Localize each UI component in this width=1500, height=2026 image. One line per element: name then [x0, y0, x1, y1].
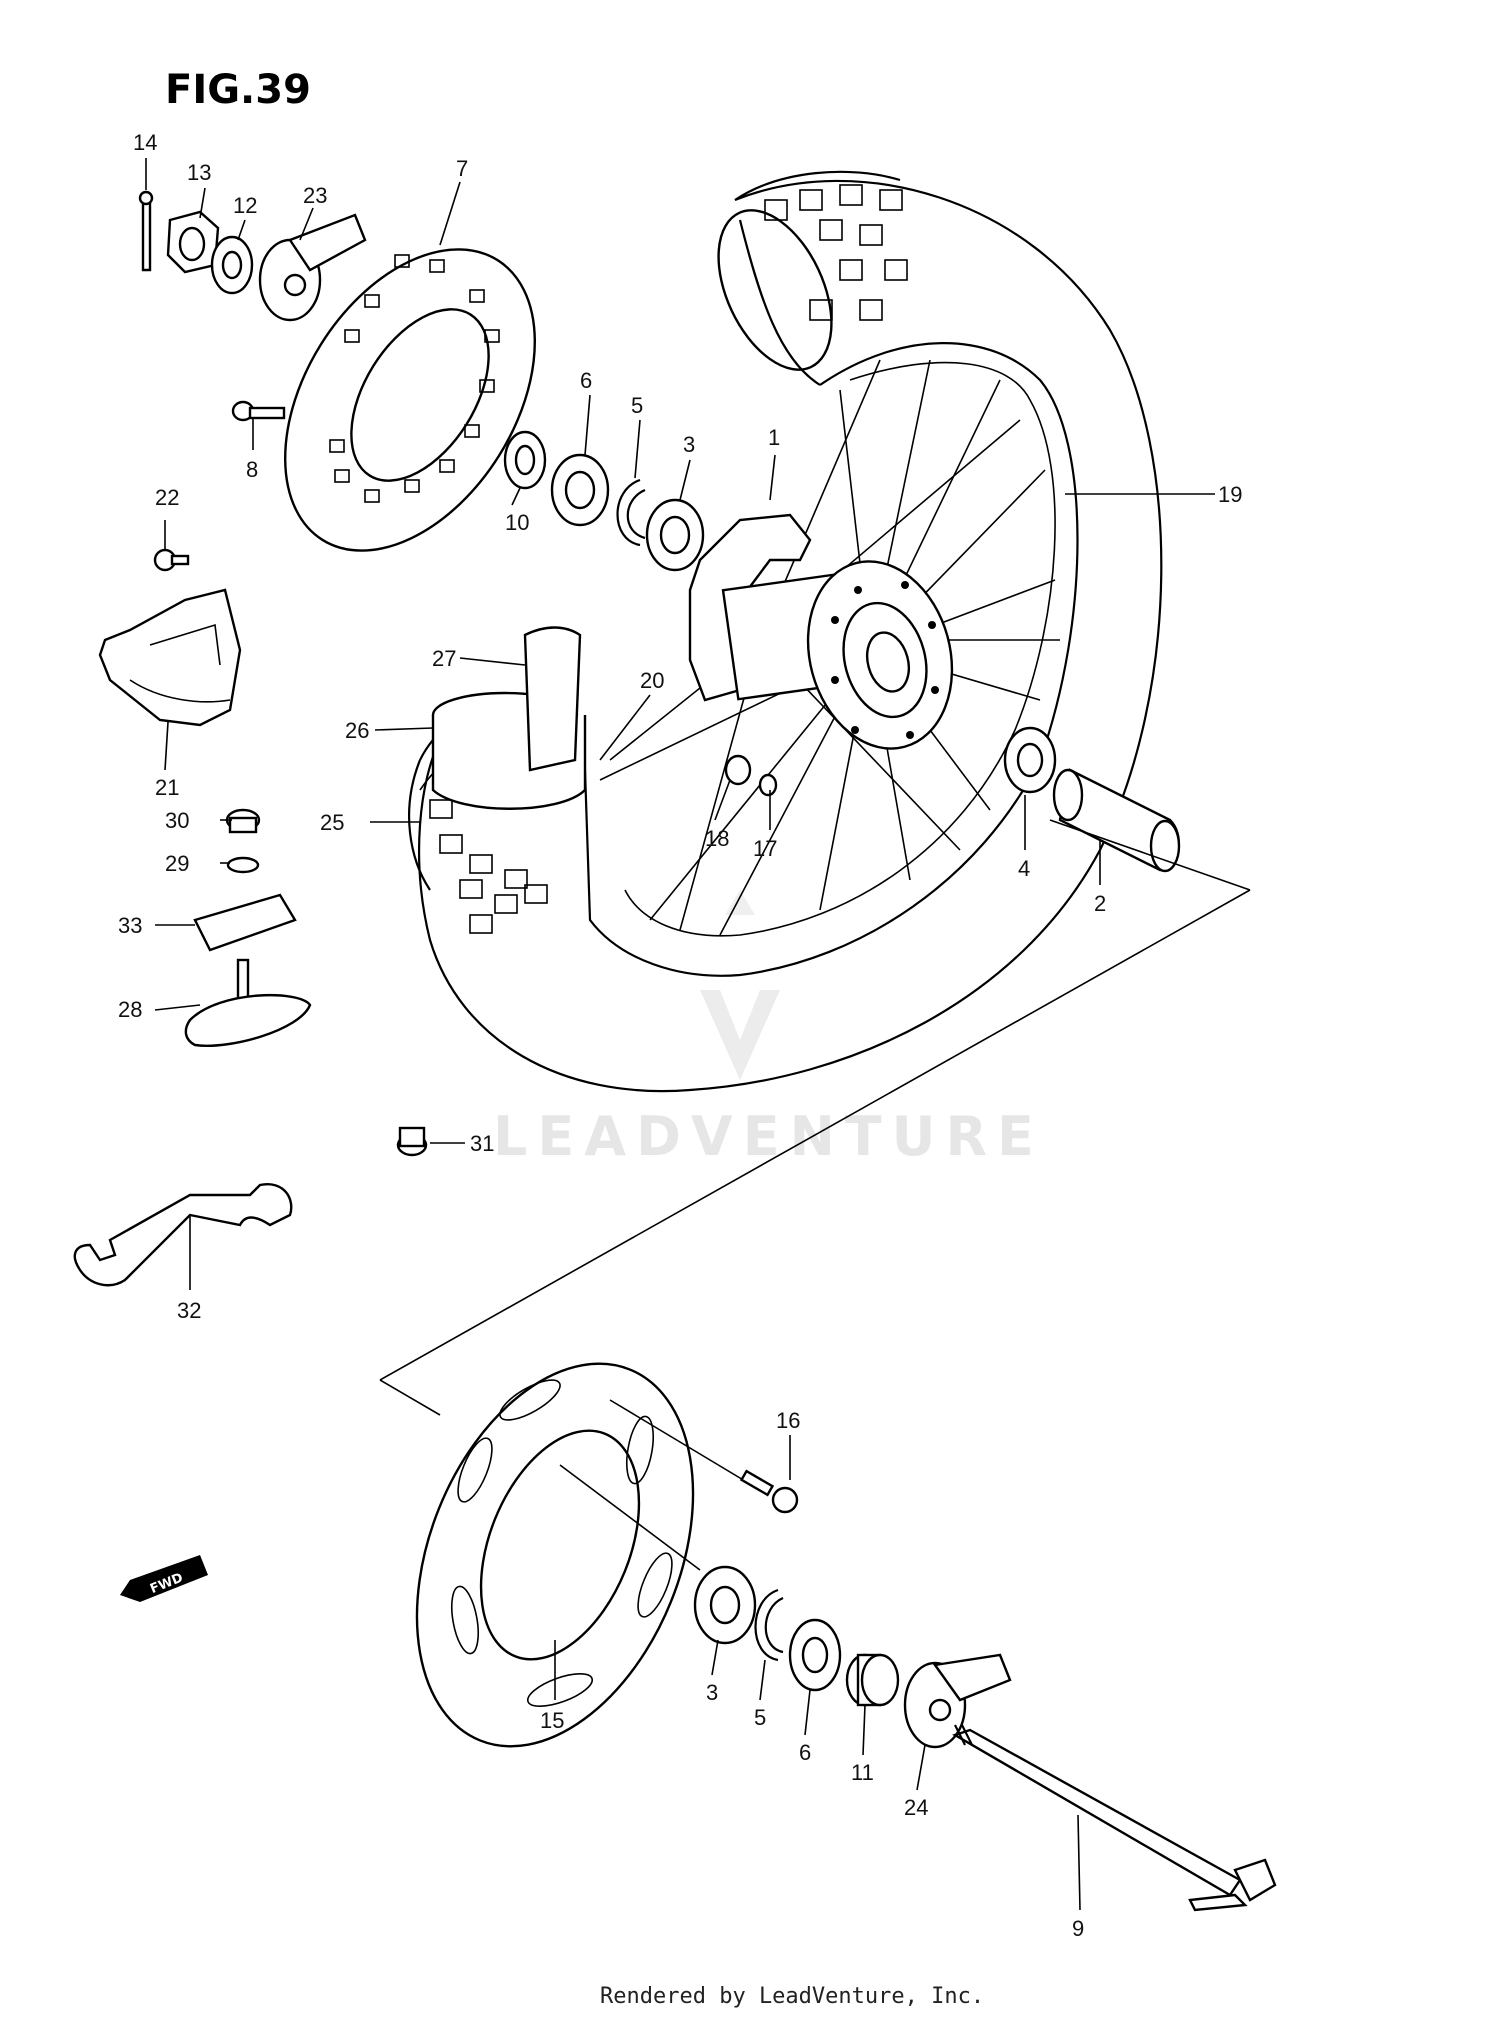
tube-section	[431, 626, 587, 810]
nipples	[724, 754, 778, 797]
watermark-text: LEADVENTURE	[493, 1105, 1044, 1168]
axle-nut-group	[138, 190, 367, 322]
callout-3-top: 3	[683, 432, 695, 457]
callout-19: 19	[1218, 482, 1242, 507]
callout-11: 11	[851, 1760, 874, 1785]
bearing-group-right	[1003, 726, 1181, 873]
spokes	[599, 359, 1060, 936]
axis-lines	[379, 819, 1251, 1416]
callout-1: 1	[768, 425, 780, 450]
fwd-arrow-badge: FWD	[120, 1555, 208, 1602]
callout-2: 2	[1094, 891, 1106, 916]
callout-27: 27	[432, 646, 456, 671]
bearing-group-top	[503, 430, 705, 572]
sprocket-bolt	[609, 1399, 799, 1514]
brake-disc	[284, 248, 536, 552]
callout-15: 15	[540, 1708, 564, 1733]
footer-credit: Rendered by LeadVenture, Inc.	[600, 1984, 984, 2009]
callout-21: 21	[155, 775, 179, 800]
callout-7: 7	[456, 156, 468, 181]
callout-20: 20	[640, 668, 664, 693]
guard	[98, 548, 242, 727]
axle-group	[903, 1653, 1277, 1912]
callout-5-bottom: 5	[754, 1705, 766, 1730]
callout-8: 8	[246, 457, 258, 482]
callout-29: 29	[165, 851, 189, 876]
watermark-logo	[700, 990, 780, 1080]
callout-6-top: 6	[580, 368, 592, 393]
hub	[688, 513, 954, 750]
callout-labels: 14 13 12 23 7 8 6 5 3 1 10 19 22 21 30 2…	[118, 130, 1242, 1941]
bearing-group-bottom	[693, 1565, 900, 1707]
callout-17: 17	[753, 836, 777, 861]
plug	[396, 1126, 428, 1157]
callout-30: 30	[165, 808, 189, 833]
leader-lines	[145, 158, 1215, 1911]
rim-lock-group	[184, 808, 312, 1047]
callout-13: 13	[187, 160, 211, 185]
callout-18: 18	[705, 826, 729, 851]
callout-5-top: 5	[631, 393, 643, 418]
callout-33: 33	[118, 913, 142, 938]
rear-sprocket	[415, 1362, 701, 1748]
callout-23: 23	[303, 183, 327, 208]
callout-28: 28	[118, 997, 142, 1022]
figure-title: FIG.39	[165, 67, 311, 113]
callout-12: 12	[233, 193, 257, 218]
watermark-logo-arrow	[725, 890, 755, 915]
callout-32: 32	[177, 1298, 201, 1323]
callout-9: 9	[1072, 1916, 1084, 1941]
callout-25: 25	[320, 810, 344, 835]
callout-14: 14	[133, 130, 157, 155]
callout-3-bottom: 3	[706, 1680, 718, 1705]
callout-26: 26	[345, 718, 369, 743]
callout-24: 24	[904, 1795, 928, 1820]
callout-4: 4	[1018, 856, 1030, 881]
callout-10: 10	[505, 510, 529, 535]
callout-31: 31	[470, 1131, 494, 1156]
callout-6-bottom: 6	[799, 1740, 811, 1765]
watermark: LEADVENTURE	[493, 890, 1044, 1168]
callout-22: 22	[155, 485, 179, 510]
spanner	[73, 1183, 293, 1287]
callout-16: 16	[776, 1408, 800, 1433]
bolt	[231, 400, 286, 422]
